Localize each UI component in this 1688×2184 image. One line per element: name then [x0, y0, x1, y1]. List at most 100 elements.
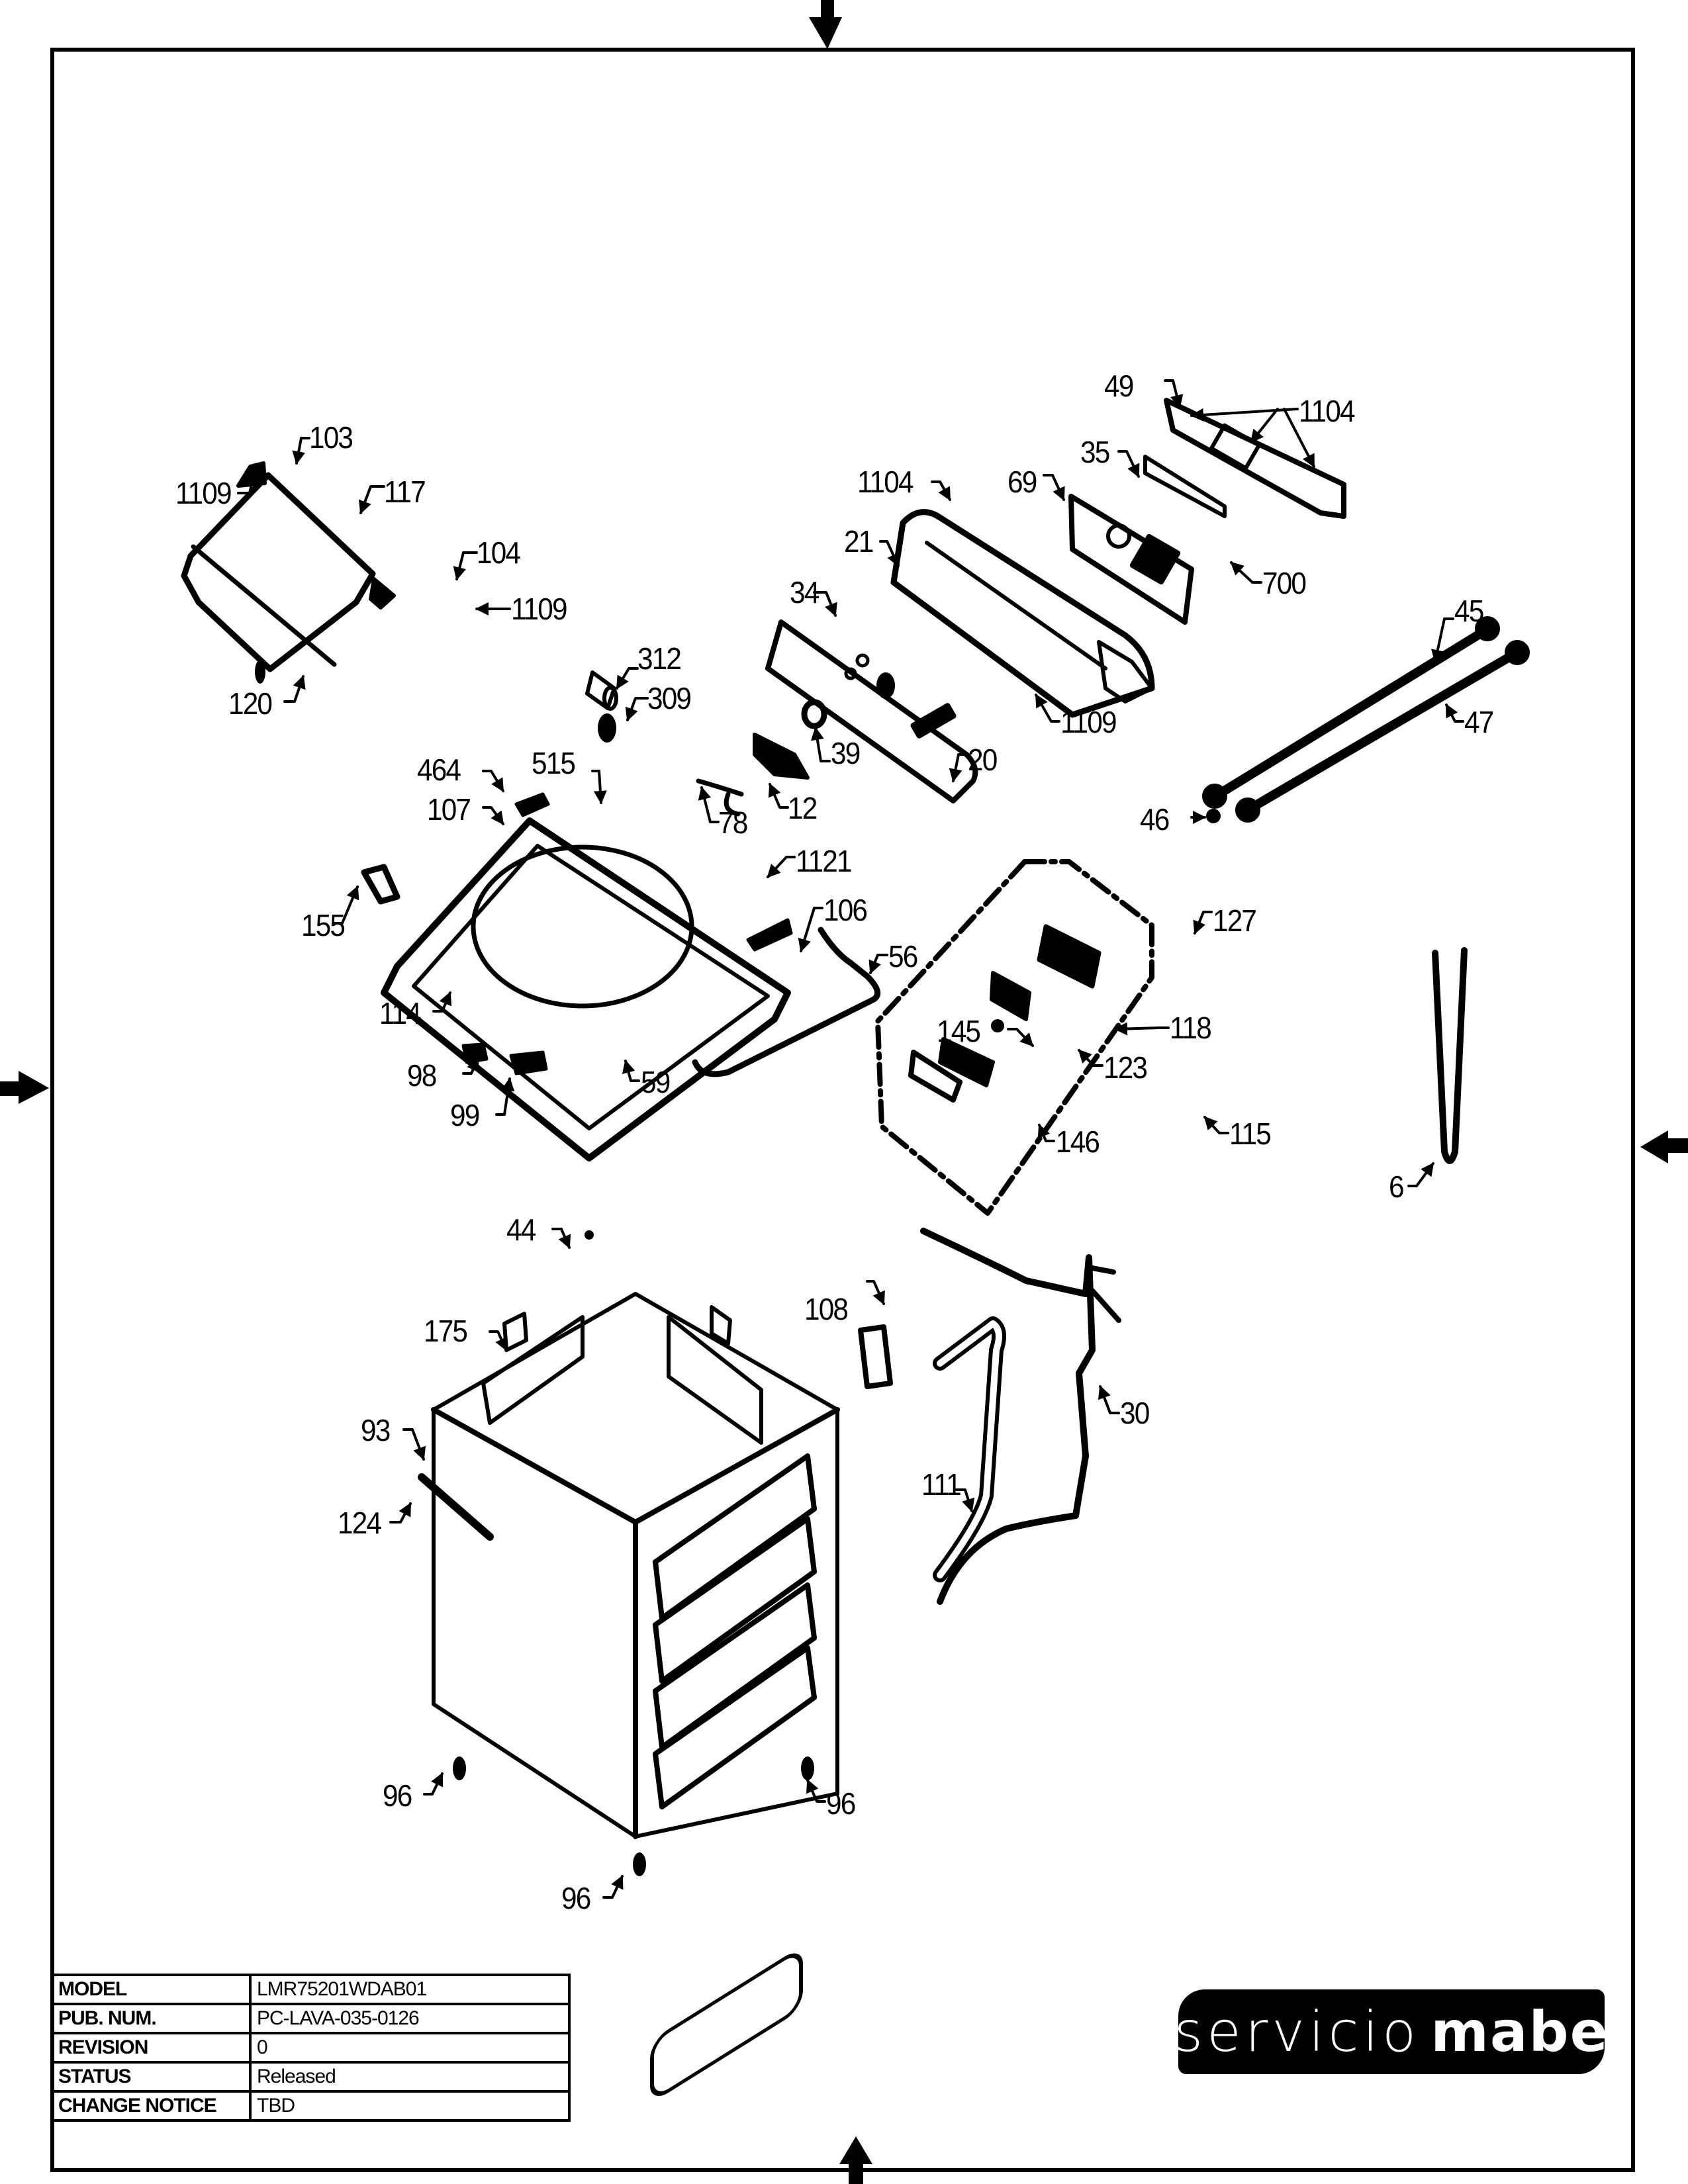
part-hose-56: [692, 927, 881, 1077]
part-hose-6: [1432, 947, 1468, 1164]
callout-1109: 1109: [175, 476, 232, 510]
part-118: [990, 971, 1031, 1021]
part-146: [908, 1050, 962, 1103]
callout-6: 6: [1389, 1169, 1405, 1204]
callout-78: 78: [718, 805, 748, 840]
callout-1109: 1109: [1060, 705, 1117, 739]
part-hinge-104: [369, 577, 396, 610]
arrow-left-icon: [0, 1071, 49, 1104]
arrow-bottom-icon: [839, 2136, 872, 2184]
callout-96: 96: [383, 1778, 412, 1813]
callout-515: 515: [532, 746, 576, 780]
part-top-cover-114: [381, 817, 791, 1161]
part-hose-111-inner: [937, 1320, 1002, 1578]
part-board-49: [1164, 398, 1346, 519]
part-312: [585, 670, 618, 711]
part-175: [502, 1312, 528, 1352]
callout-96: 96: [826, 1786, 856, 1821]
servicio-mabe-logo: servicio mabe: [1174, 1989, 1608, 2074]
callout-145: 145: [937, 1014, 981, 1048]
part-foot-96-a: [453, 1756, 466, 1780]
callout-69: 69: [1008, 465, 1037, 499]
part-console-21: [890, 509, 1155, 718]
title-key: PUB. NUM.: [50, 2003, 252, 2034]
part-foot-96-c: [633, 1852, 646, 1876]
callout-124: 124: [338, 1506, 382, 1540]
callout-12: 12: [788, 791, 818, 825]
status-value: Released: [249, 2061, 571, 2093]
revision-value: 0: [249, 2032, 571, 2064]
callout-46: 46: [1140, 802, 1170, 837]
part-98: [461, 1042, 489, 1064]
callout-120: 120: [228, 686, 273, 721]
callout-700: 700: [1262, 566, 1307, 600]
arrow-right-icon: [1640, 1130, 1688, 1163]
part-rod-47: [1235, 640, 1530, 823]
callout-20: 20: [968, 743, 998, 777]
callout-107: 107: [427, 792, 471, 827]
callout-98: 98: [407, 1058, 437, 1093]
callout-118: 118: [1170, 1011, 1212, 1045]
part-board-69: [1068, 494, 1194, 625]
part-wire-78: [696, 778, 744, 817]
callout-34: 34: [790, 575, 820, 610]
part-cap-46: [1206, 809, 1221, 823]
callout-155: 155: [301, 908, 346, 942]
model-value: LMR75201WDAB01: [249, 1974, 571, 2005]
callout-309: 309: [647, 681, 692, 715]
part-switch-12: [753, 733, 810, 780]
callout-117: 117: [384, 475, 426, 509]
part-127: [1037, 924, 1102, 989]
callout-146: 146: [1056, 1124, 1100, 1159]
callout-114: 114: [379, 996, 422, 1030]
title-key: MODEL: [50, 1974, 252, 2005]
logo-light-text: servicio: [1174, 1999, 1421, 2064]
part-harness-30: [920, 1228, 1096, 1605]
callout-115: 115: [1229, 1116, 1272, 1151]
callout-464: 464: [417, 752, 461, 787]
part-cabinet-93: [431, 1292, 840, 2096]
title-key: CHANGE NOTICE: [50, 2090, 252, 2122]
part-outline-115: [875, 859, 1154, 1216]
part-1075: [710, 1305, 732, 1345]
callout-35: 35: [1080, 435, 1110, 469]
callout-56: 56: [888, 939, 918, 974]
part-foot-96-b: [801, 1756, 814, 1780]
callout-44: 44: [506, 1212, 536, 1247]
callout-96: 96: [561, 1881, 591, 1915]
callout-99: 99: [450, 1098, 480, 1132]
part-window-35: [1143, 455, 1227, 518]
callout-111: 111: [921, 1467, 962, 1502]
callout-108: 108: [804, 1292, 849, 1326]
callout-47: 47: [1464, 705, 1494, 739]
callout-30: 30: [1120, 1396, 1150, 1430]
part-rod-45: [1202, 616, 1500, 809]
part-108: [858, 1324, 893, 1389]
callout-1104: 1104: [1299, 394, 1355, 428]
callout-45: 45: [1454, 594, 1484, 628]
callout-123: 123: [1103, 1050, 1148, 1085]
callout-1121: 1121: [796, 844, 852, 878]
part-bumper-120: [255, 660, 265, 684]
callout-106: 106: [823, 893, 868, 927]
part-knob-39: [801, 699, 827, 729]
drawing-frame: [50, 48, 1635, 2172]
arrow-top-icon: [809, 0, 842, 49]
title-row-pub-num: PUB. NUM.PC-LAVA-035-0126: [50, 2003, 571, 2034]
part-107: [514, 792, 550, 817]
part-123: [991, 1019, 1004, 1032]
pub-num-value: PC-LAVA-035-0126: [249, 2003, 571, 2034]
callout-1104: 1104: [857, 465, 914, 499]
callout-104: 104: [477, 535, 521, 570]
part-124: [418, 1473, 494, 1541]
title-key: STATUS: [50, 2061, 252, 2093]
title-key: REVISION: [50, 2032, 252, 2064]
change-notice-value: TBD: [249, 2090, 571, 2122]
callout-21: 21: [844, 524, 874, 559]
callout-127: 127: [1213, 903, 1257, 938]
callout-39: 39: [831, 736, 861, 770]
